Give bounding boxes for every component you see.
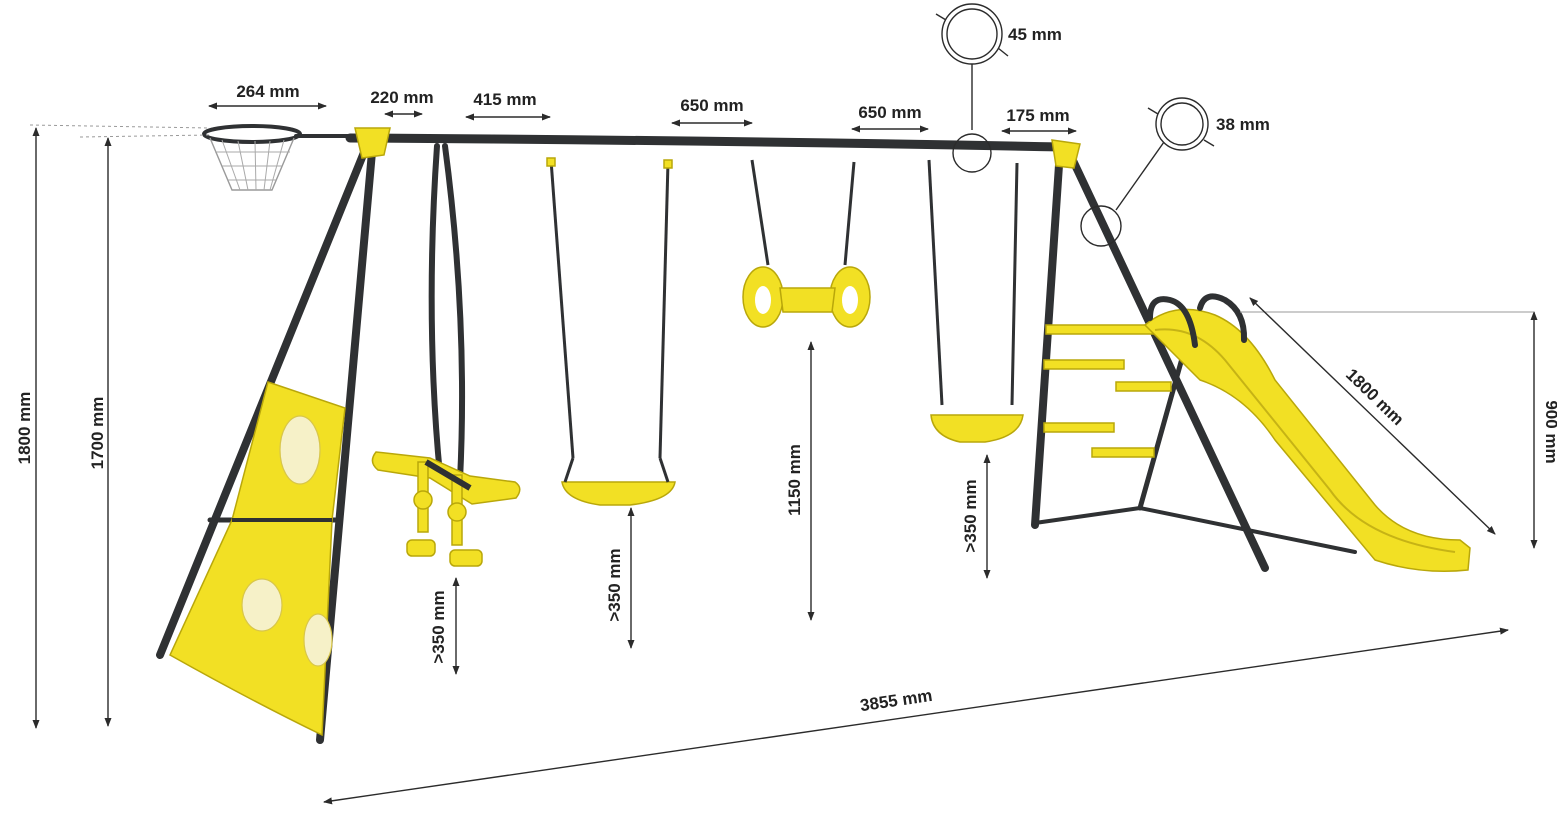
slide [1143,293,1471,572]
dim-leg-diameter: 38 mm [1216,115,1270,134]
swing-right [927,159,1024,443]
dim-total-length: 3855 mm [859,686,934,715]
right-bracket [1051,139,1081,169]
dim-swing-right-clearance: >350 mm [961,479,980,552]
diameter-circle-icon [935,3,1009,173]
dim-glider-gap: 415 mm [473,90,536,109]
glider [371,143,521,567]
dim-swing-width: 650 mm [680,96,743,115]
dim-beam-diameter: 45 mm [1008,25,1062,44]
right-front-leg [1031,146,1064,529]
right-back-leg [1064,146,1269,572]
left-bracket [354,127,391,159]
glider-arm-front [442,143,466,483]
top-beam [345,133,1070,152]
right-base-bar [1033,506,1142,525]
swing-left [546,157,676,506]
dim-slide-height: 900 mm [1542,400,1557,463]
dim-height-basket: 1700 mm [88,397,107,470]
dim-trapeze-height: 1150 mm [785,444,804,516]
basketball-hoop [202,124,354,191]
dim-trapeze-width: 650 mm [858,103,921,122]
goal-net-panel [169,381,346,737]
glider-arm-back [428,143,443,478]
diameter-circle-icon [1080,97,1215,247]
dim-basket-ring: 264 mm [236,82,299,101]
dim-swing-clearance: >350 mm [605,548,624,621]
swing-frame [156,127,1357,744]
dim-height-total: 1800 mm [15,392,34,465]
ladder [1043,324,1193,511]
dim-beam-end-left: 220 mm [370,88,433,107]
slide-base-bar [1138,506,1357,554]
dim-glider-clearance: >350 mm [429,590,448,663]
dim-beam-end-right: 175 mm [1006,106,1069,125]
trapeze [742,159,871,328]
